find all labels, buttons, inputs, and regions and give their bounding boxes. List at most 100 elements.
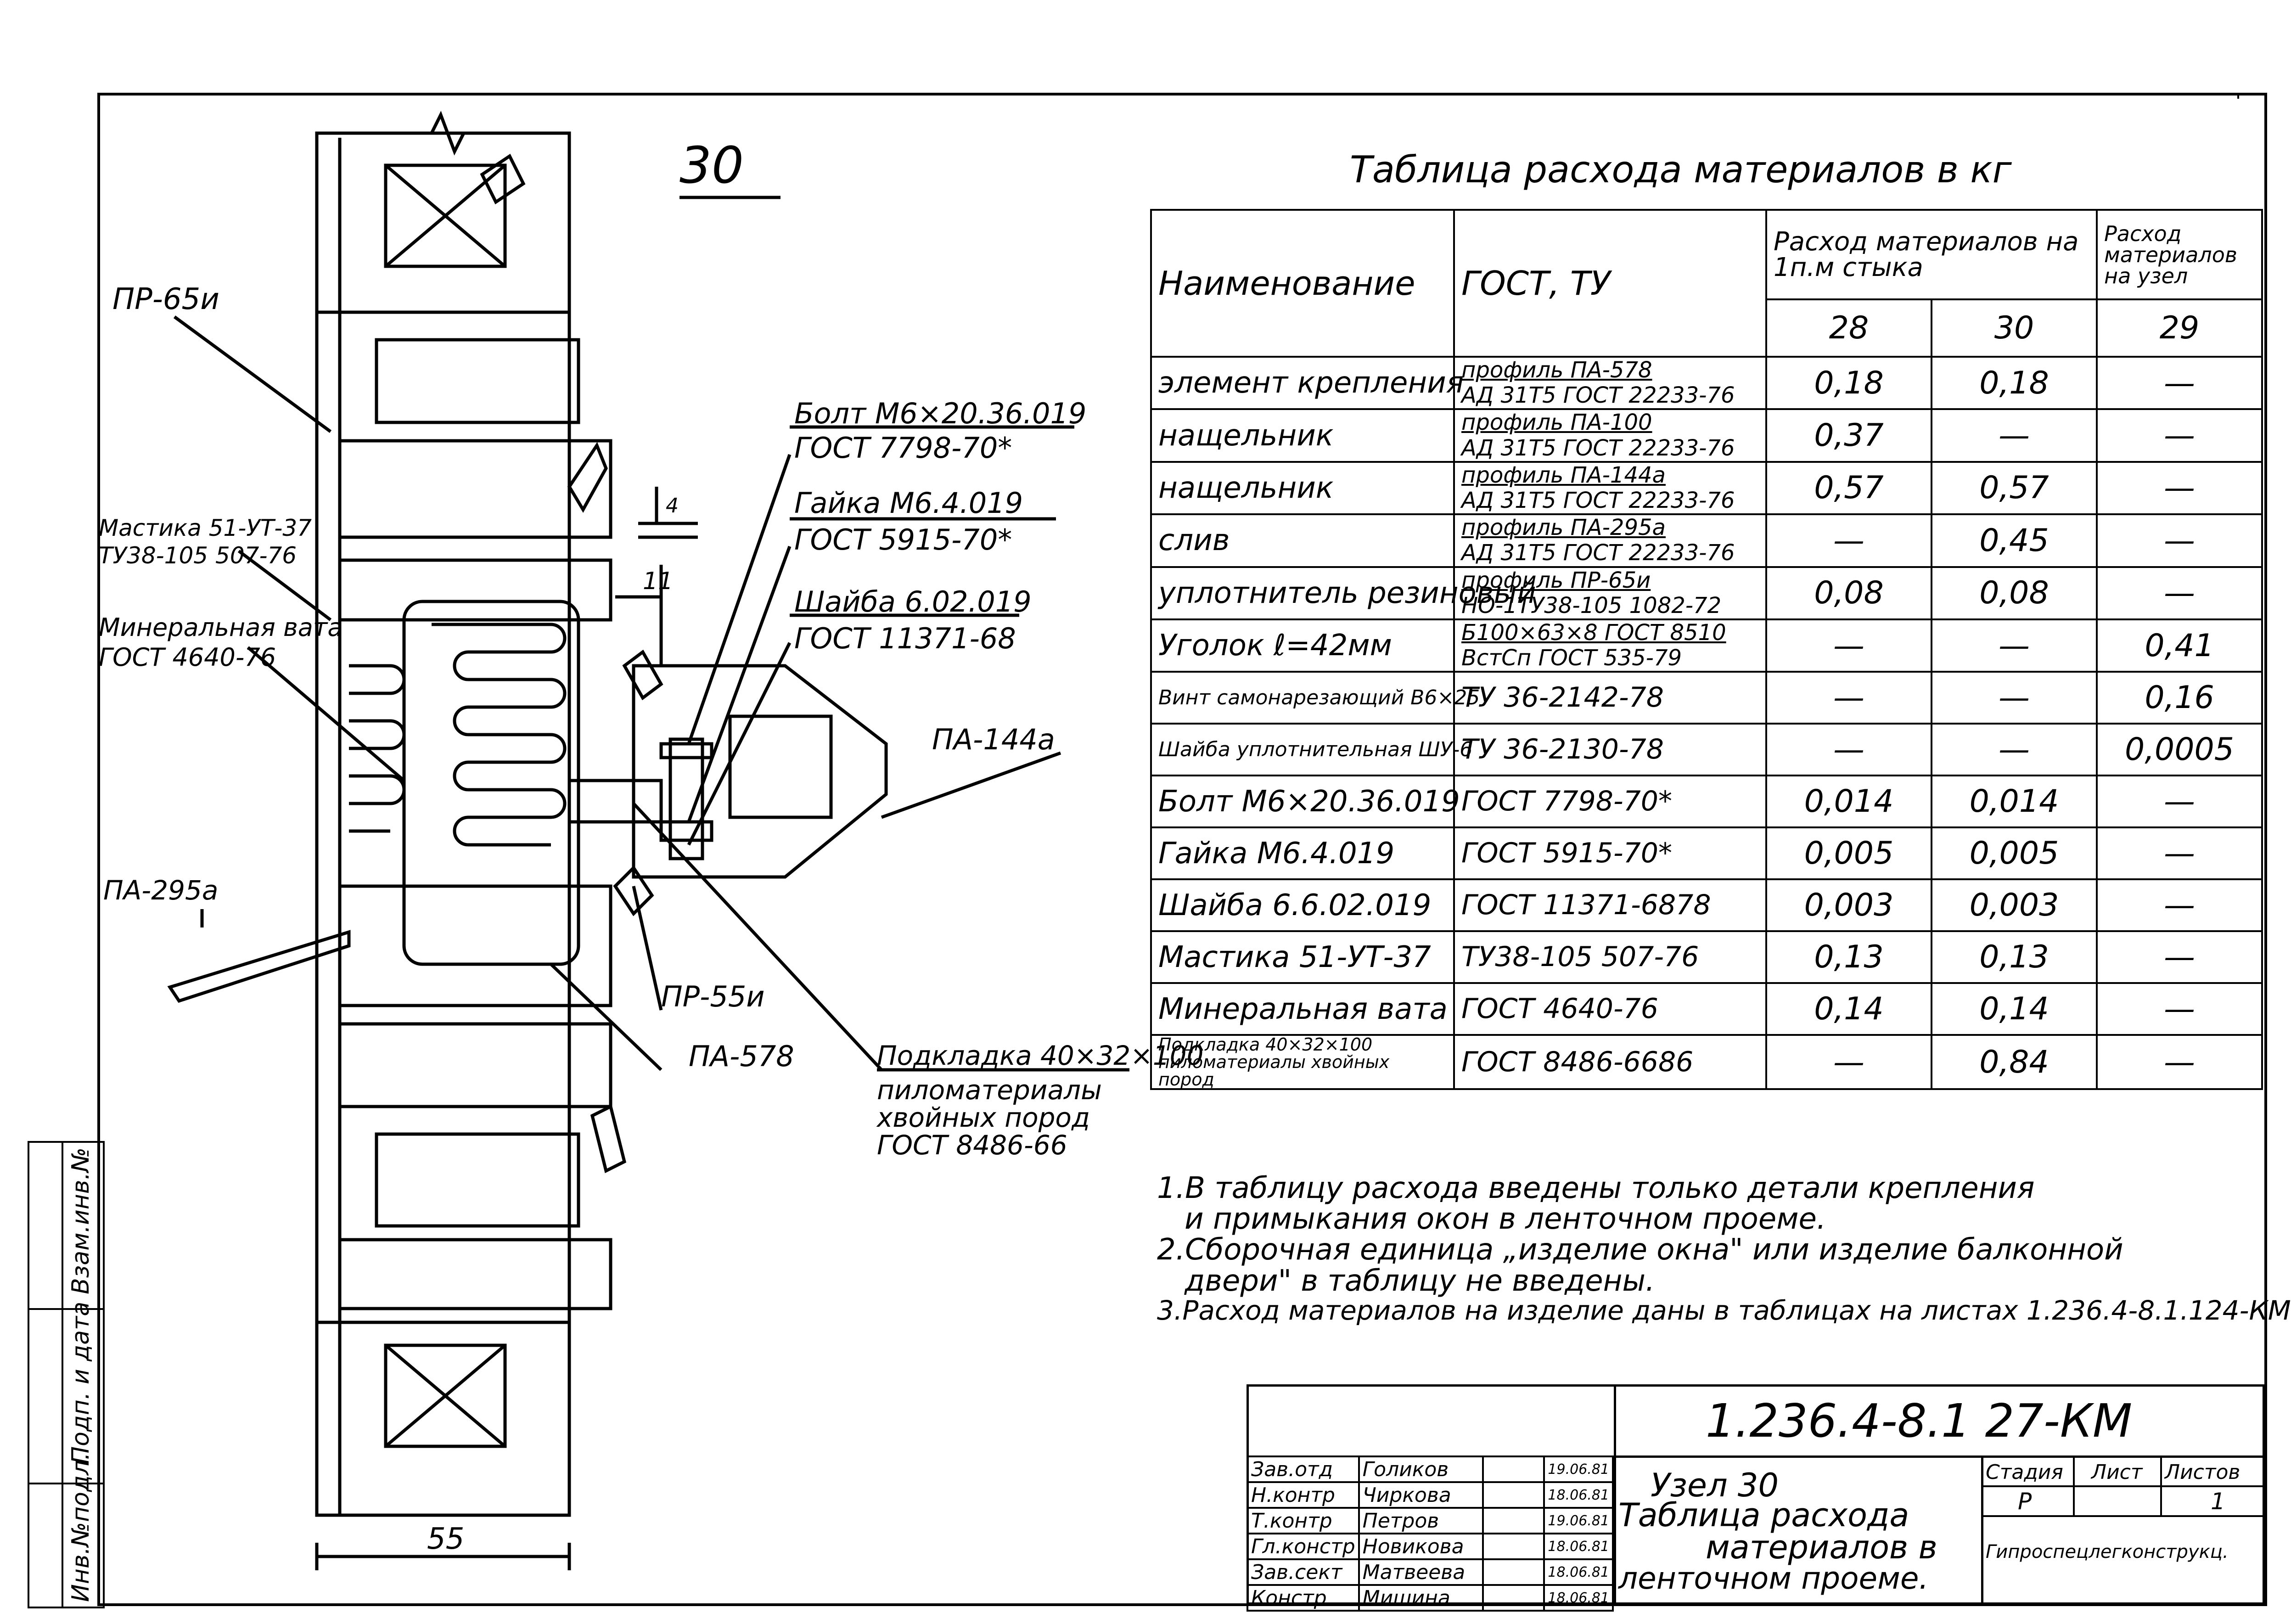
gost-line-1: профиль ПР-65и (1461, 567, 1651, 593)
gost-line-1: ГОСТ 11371-6878 (1461, 889, 1711, 922)
note-line: 3.Расход материалов на изделие даны в та… (1157, 1294, 2291, 1326)
dimension-55: 55 (427, 1522, 465, 1556)
callout-pr65: ПР-65и (112, 282, 219, 316)
side-stamp-sign: Подп. и дата (67, 1301, 95, 1464)
row-gost: ГОСТ 5915-70* (1453, 826, 1767, 881)
row-name: Болт М6×20.36.019 (1150, 775, 1460, 829)
dimension-4: 4 (666, 494, 679, 517)
callout-washer-1: Шайба 6.02.019 (794, 585, 1032, 618)
signer-date: 19.06.81 (1543, 1455, 1614, 1483)
title-line-2: Таблица расхода (1618, 1496, 1909, 1534)
value-v29: — (2096, 513, 2263, 568)
side-stamp-replace: Инв.№подл. (67, 1452, 95, 1602)
gost-line-1: ТУ 36-2142-78 (1461, 681, 1664, 714)
note-line: 2.Сборочная единица „изделие окна" или и… (1157, 1233, 2123, 1267)
value-v30: 0,014 (1930, 775, 2098, 829)
gost-line-2: АД 31Т5 ГОСТ 22233-76 (1461, 382, 1735, 409)
row-name: Уголок ℓ=42мм (1150, 618, 1455, 673)
gost-line-1: ТУ 36-2130-78 (1461, 733, 1664, 766)
callout-bolt-1: Болт М6×20.36.019 (794, 397, 1087, 430)
value-v28: 0,014 (1765, 775, 1932, 829)
value-v28: — (1765, 513, 1932, 568)
gost-line-1: Б100×63×8 ГОСТ 8510 (1461, 619, 1726, 646)
callout-pad-3: хвойных пород (877, 1102, 1090, 1133)
gost-line-1: профиль ПА-144а (1461, 462, 1666, 488)
value-v28: — (1765, 723, 1932, 777)
header-per-node: Расход материалов на узел (2096, 209, 2263, 300)
title-line-1: Узел 30 (1651, 1467, 1779, 1504)
callout-nut-1: Гайка М6.4.019 (794, 486, 1023, 520)
signer-name: Новикова (1358, 1533, 1484, 1560)
value-v30: 0,18 (1930, 355, 2098, 410)
callout-pad-1: Подкладка 40×32×100 (877, 1040, 1204, 1071)
header-gost: ГОСТ, ТУ (1453, 209, 1767, 358)
value-v29: — (2096, 826, 2263, 881)
doc-code: 1.236.4-8.1 27-КМ (1706, 1394, 2133, 1448)
value-v30: — (1930, 723, 2098, 777)
header-name: Наименование (1150, 209, 1455, 358)
title-block: 1.236.4-8.1 27-КМ Узел 30 Таблица расход… (1247, 1384, 2265, 1612)
note-line: 1.В таблицу расхода введены только детал… (1157, 1171, 2035, 1205)
row-name: Минеральная вата (1150, 982, 1455, 1036)
callout-mastika-2: ТУ38-105 507-76 (99, 542, 297, 569)
signer-name: Чиркова (1358, 1481, 1484, 1509)
sheets-label: Листов (2165, 1461, 2240, 1484)
materials-table: Наименование ГОСТ, ТУ Расход материалов … (1150, 209, 2263, 1090)
value-v29: 0,0005 (2096, 723, 2263, 777)
value-v28: 0,14 (1765, 982, 1932, 1036)
value-v30: 0,003 (1930, 878, 2098, 933)
gost-line-1: профиль ПА-100 (1461, 410, 1652, 436)
value-v30: 0,14 (1930, 982, 2098, 1036)
callout-pad-4: ГОСТ 8486-66 (877, 1129, 1067, 1161)
value-v29: 0,41 (2096, 618, 2263, 673)
signer-signature (1482, 1507, 1545, 1534)
gost-line-2: АД 31Т5 ГОСТ 22233-76 (1461, 487, 1735, 513)
gost-line-2: АД 31Т5 ГОСТ 22233-76 (1461, 540, 1735, 566)
callout-bolt-2: ГОСТ 7798-70* (794, 431, 1012, 465)
gost-line-1: ГОСТ 4640-76 (1461, 993, 1658, 1025)
callout-pa295: ПА-295а (103, 875, 219, 906)
gost-line-2: ВстСп ГОСТ 535-79 (1461, 645, 1682, 671)
signer-role: Т.контр (1247, 1507, 1360, 1534)
value-v29: — (2096, 775, 2263, 829)
value-v29: — (2096, 930, 2263, 984)
signer-date: 18.06.81 (1543, 1584, 1614, 1612)
signer-name: Матвеева (1358, 1558, 1484, 1586)
value-v28: 0,37 (1765, 408, 1932, 463)
note-line: двери" в таблицу не введены. (1185, 1264, 1655, 1298)
signer-role: Гл.констр (1247, 1533, 1360, 1560)
signer-name: Голиков (1358, 1455, 1484, 1483)
value-v29: — (2096, 982, 2263, 1036)
side-stamp-inv: Взам.инв.№ (67, 1147, 95, 1294)
signer-date: 18.06.81 (1543, 1481, 1614, 1509)
signer-name: Мишина (1358, 1584, 1484, 1612)
table-title: Таблица расхода материалов в кг (1350, 148, 2012, 191)
title-line-4: ленточном проеме. (1618, 1561, 1929, 1596)
callout-pa144: ПА-144а (932, 723, 1055, 756)
callout-pad-2: пиломатериалы (877, 1074, 1102, 1106)
sheet-label: Лист (2091, 1461, 2143, 1484)
dimension-11: 11 (643, 568, 674, 595)
header-per-meter: Расход материалов на 1п.м стыка (1765, 209, 2098, 300)
gost-line-2: АД 31Т5 ГОСТ 22233-76 (1461, 435, 1735, 461)
row-name: слив (1150, 513, 1455, 568)
value-v30: — (1930, 671, 2098, 725)
row-gost: ТУ38-105 507-76 (1453, 930, 1767, 984)
header-col-28: 28 (1765, 298, 1932, 358)
row-name: элемент крепления (1150, 355, 1464, 410)
value-v28: 0,08 (1765, 566, 1932, 620)
signer-role: Зав.сект (1247, 1558, 1360, 1586)
row-name: Шайба уплотнительная ШУ-6 (1150, 723, 1472, 777)
value-v30: 0,57 (1930, 461, 2098, 516)
signer-signature (1482, 1533, 1545, 1560)
